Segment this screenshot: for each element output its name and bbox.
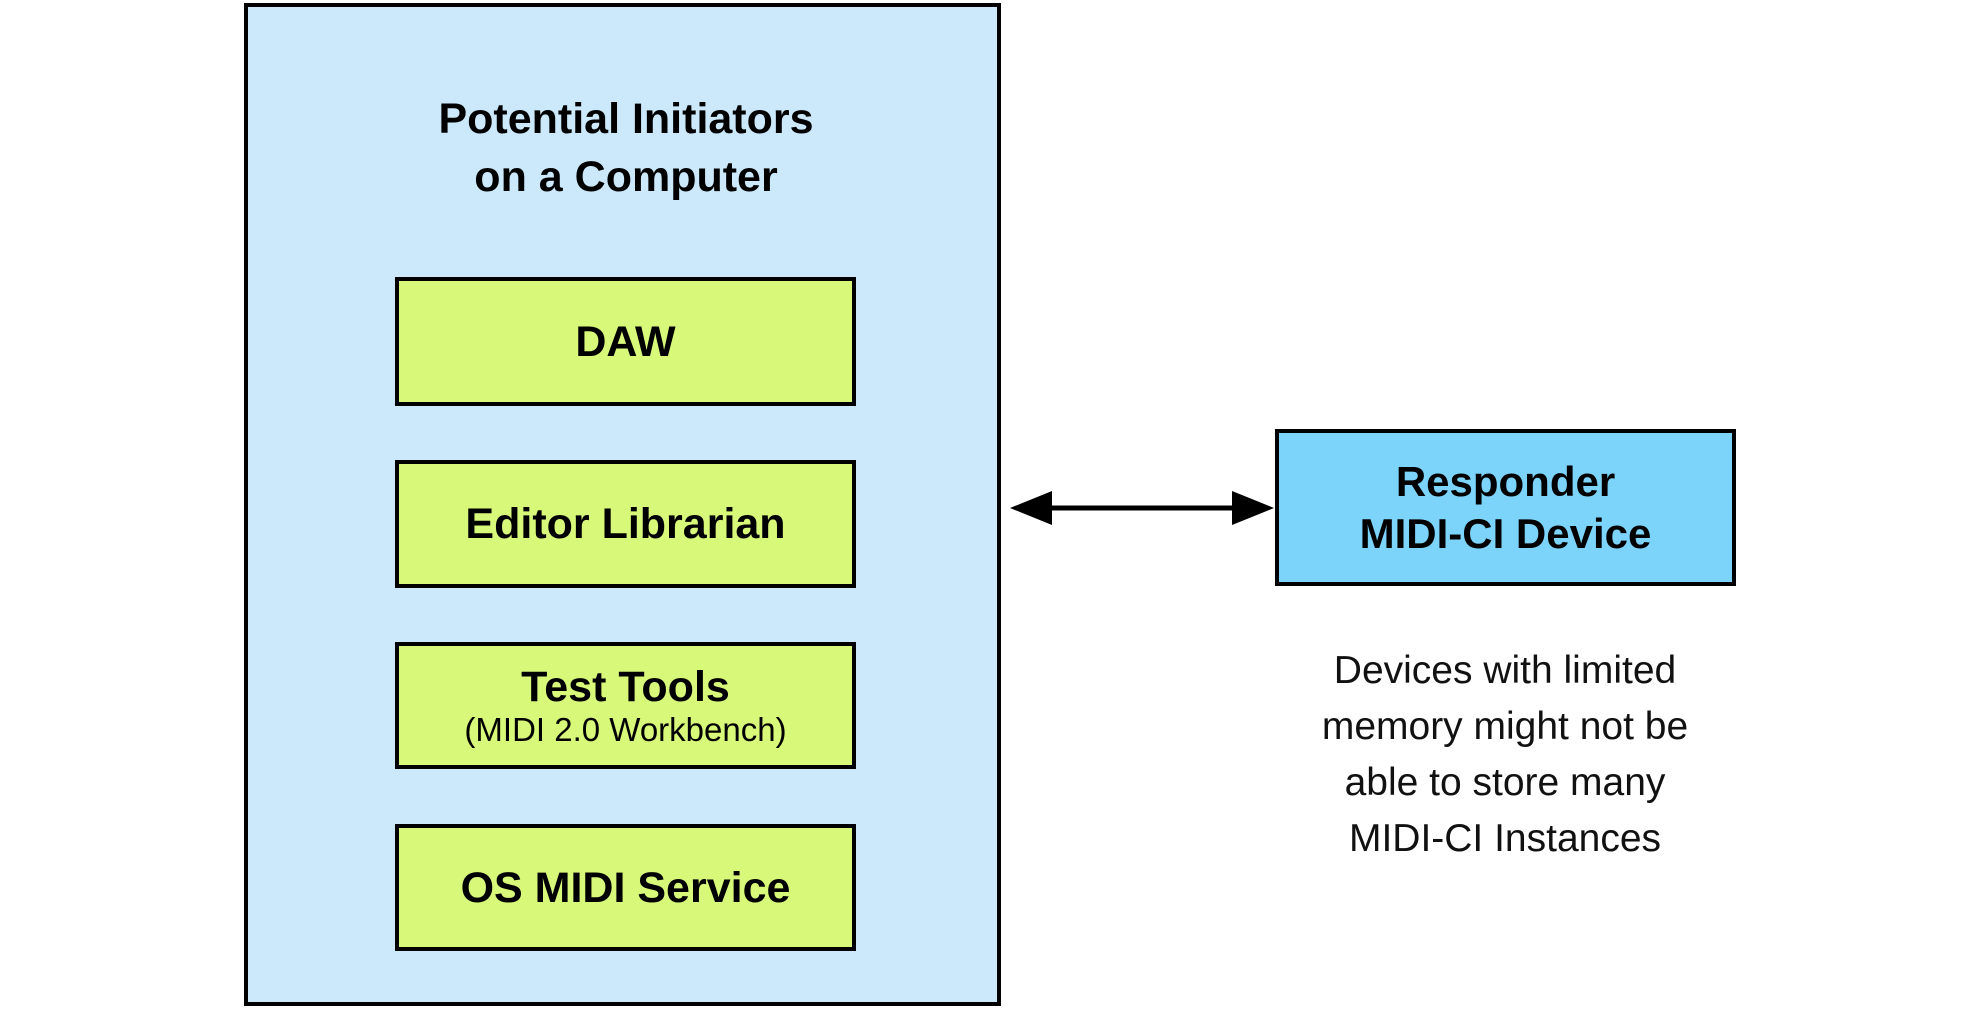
initiator-daw-box: DAW bbox=[395, 277, 856, 406]
memory-note: Devices with limited memory might not be… bbox=[1321, 649, 1689, 860]
initiator-daw-label: DAW bbox=[575, 317, 676, 366]
initiator-os-midi-service-box: OS MIDI Service bbox=[395, 824, 856, 951]
arrow-head-left bbox=[1010, 491, 1052, 525]
initiator-os-midi-service-label: OS MIDI Service bbox=[460, 863, 791, 912]
responder-device-box: Responder MIDI-CI Device bbox=[1275, 429, 1736, 586]
bidirectional-arrow bbox=[1010, 491, 1274, 525]
arrow-head-right bbox=[1232, 491, 1274, 525]
initiator-test-tools-box: Test Tools (MIDI 2.0 Workbench) bbox=[395, 642, 856, 769]
initiators-group-title: Potential Initiators on a Computer bbox=[438, 95, 814, 201]
responder-device-label: Responder MIDI-CI Device bbox=[1359, 457, 1652, 557]
initiator-test-tools-label: Test Tools bbox=[521, 662, 730, 711]
initiator-test-tools-sublabel: (MIDI 2.0 Workbench) bbox=[464, 710, 787, 748]
initiator-editor-librarian-box: Editor Librarian bbox=[395, 460, 856, 588]
initiator-editor-librarian-label: Editor Librarian bbox=[465, 500, 786, 548]
